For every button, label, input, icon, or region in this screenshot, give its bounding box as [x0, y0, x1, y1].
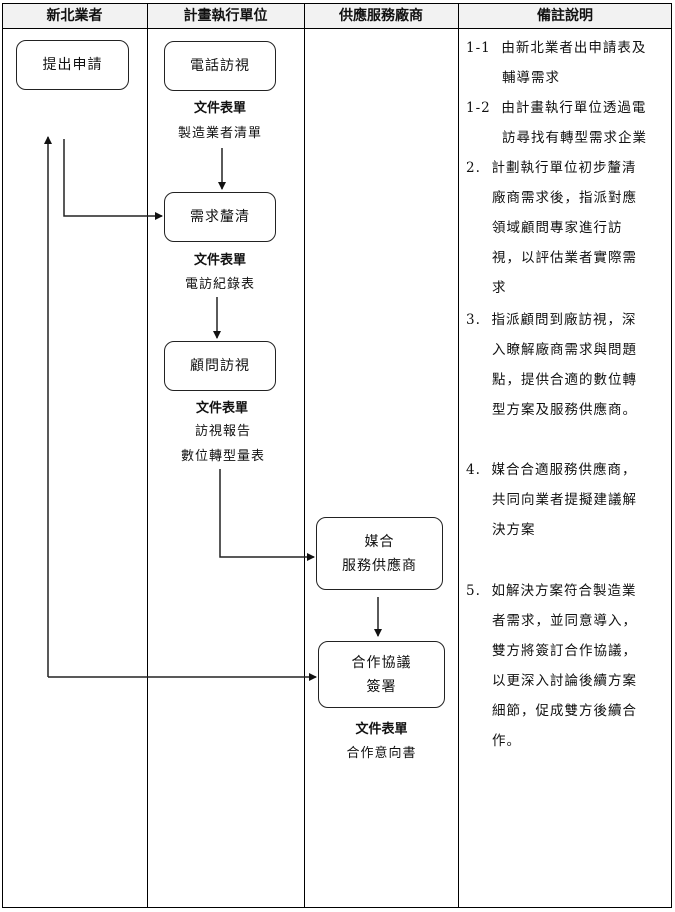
- header-new-taipei-business: 新北業者: [46, 8, 103, 24]
- note-5: 5. 如解決方案符合製造業 者需求，並同意導入， 雙方將簽訂合作協議， 以更深入…: [466, 576, 671, 756]
- note-1-1: 1-1 由新北業者出申請表及 輔導需求: [466, 33, 671, 93]
- note-2: 2. 計劃執行單位初步釐清 廠商需求後，指派對應 領域顧問專家進行訪 視，以評估…: [466, 153, 671, 303]
- note-text: 廠商需求後，指派對應: [492, 190, 637, 206]
- header-divider: [2, 28, 672, 29]
- header-row-background: [3, 4, 671, 28]
- doc-title-agreement: 文件表單: [355, 722, 408, 737]
- note-text: 媒合合適服務供應商，: [491, 462, 637, 478]
- note-text: 領域顧問專家進行訪: [492, 220, 623, 236]
- doc-title-consult: 文件表單: [195, 401, 248, 416]
- note-number: 5.: [466, 583, 481, 599]
- note-text: 如解決方案符合製造業: [491, 583, 637, 599]
- note-text: 以更深入討論後續方案: [492, 673, 637, 689]
- doc-item: 數位轉型量表: [180, 449, 265, 464]
- header-service-supplier: 供應服務廠商: [339, 8, 423, 24]
- note-number: 4.: [466, 462, 481, 478]
- note-number: 1-2: [466, 100, 491, 116]
- note-number: 1-1: [466, 40, 491, 56]
- note-text: 點，提供合適的數位轉: [492, 372, 637, 388]
- note-text: 共同向業者提擬建議解: [492, 492, 637, 508]
- note-text: 求: [492, 280, 507, 296]
- process-box-match-supplier: 媒合 服務供應商: [316, 517, 443, 590]
- note-text: 入瞭解廠商需求與問題: [492, 342, 637, 358]
- doc-title-phone-visit: 文件表單: [193, 101, 246, 116]
- process-box-apply: 提出申請: [16, 40, 129, 90]
- process-label-line1: 合作協議: [351, 654, 412, 671]
- note-text: 雙方將簽訂合作協議，: [492, 643, 637, 659]
- note-number: 2.: [466, 160, 481, 176]
- header-plan-execution-unit: 計畫執行單位: [183, 8, 268, 24]
- column-divider-1: [147, 3, 148, 908]
- note-3: 3. 指派顧問到廠訪視，深 入瞭解廠商需求與問題 點，提供合適的數位轉 型方案及…: [466, 305, 671, 425]
- note-text: 訪尋找有轉型需求企業: [502, 130, 647, 146]
- note-text: 決方案: [492, 522, 536, 538]
- process-label-line1: 媒合: [364, 533, 395, 550]
- note-text: 細節，促成雙方後續合: [492, 703, 637, 719]
- note-text: 作。: [492, 733, 521, 749]
- note-text: 輔導需求: [502, 70, 560, 86]
- arrow-consult-to-match: [219, 469, 315, 561]
- doc-item: 訪視報告: [194, 424, 251, 439]
- note-number: 3.: [466, 312, 481, 328]
- note-text: 視，以評估業者實際需: [492, 250, 637, 266]
- note-text: 由新北業者出申請表及: [501, 40, 647, 56]
- note-text: 型方案及服務供應商。: [492, 402, 637, 418]
- note-text: 由計畫執行單位透過電: [501, 100, 647, 116]
- note-1-2: 1-2 由計畫執行單位透過電 訪尋找有轉型需求企業: [466, 93, 671, 153]
- column-divider-2: [304, 3, 305, 908]
- process-box-consultant-visit: 顧問訪視: [164, 341, 276, 391]
- arrow-apply-to-clarify: [63, 139, 163, 220]
- process-label: 電話訪視: [190, 58, 250, 74]
- note-4: 4. 媒合合適服務供應商， 共同向業者提擬建議解 決方案: [466, 455, 671, 545]
- doc-item: 合作意向書: [346, 746, 417, 761]
- doc-item: 製造業者清單: [177, 126, 262, 141]
- note-text: 者需求，並同意導入，: [492, 613, 637, 629]
- doc-item: 電訪紀錄表: [184, 277, 255, 292]
- column-divider-3: [458, 3, 459, 908]
- note-text: 計劃執行單位初步釐清: [491, 160, 637, 176]
- table-frame: [2, 3, 672, 908]
- process-label: 提出申請: [42, 57, 103, 73]
- process-label-line2: 簽署: [366, 678, 397, 695]
- process-box-sign-agreement: 合作協議 簽署: [318, 641, 445, 708]
- process-box-clarify-needs: 需求釐清: [164, 192, 276, 242]
- process-box-phone-visit: 電話訪視: [164, 41, 276, 91]
- process-label: 顧問訪視: [190, 358, 250, 374]
- process-label: 需求釐清: [190, 209, 250, 225]
- header-remarks: 備註說明: [537, 8, 593, 24]
- process-label-line2: 服務供應商: [342, 557, 417, 574]
- note-text: 指派顧問到廠訪視，深: [491, 312, 637, 328]
- doc-title-clarify: 文件表單: [193, 253, 246, 268]
